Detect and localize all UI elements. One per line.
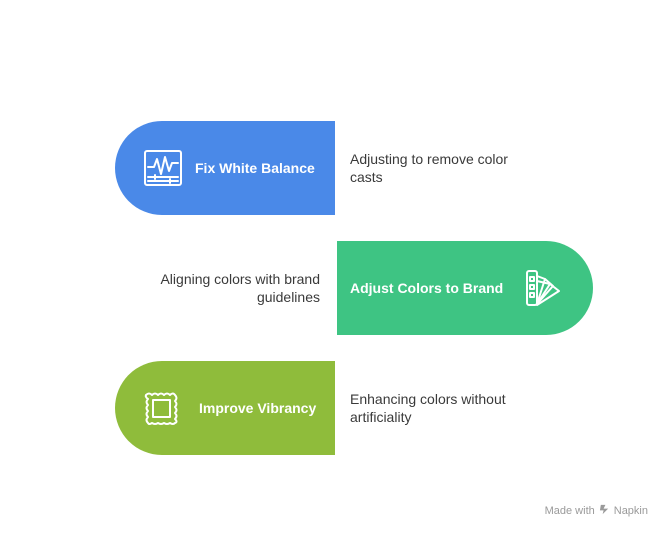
napkin-logo-icon [599,504,610,518]
color-swatches-icon [523,268,563,308]
step-label: Improve Vibrancy [199,400,317,416]
step-improve-vibrancy: Improve Vibrancy [115,361,335,455]
waveform-monitor-icon [143,148,183,188]
step-adjust-colors-to-brand: Adjust Colors to Brand [337,241,593,335]
step-description: Aligning colors with brand guidelines [160,271,320,305]
step-label: Adjust Colors to Brand [350,280,504,296]
step-fix-white-balance: Fix White Balance [115,121,335,215]
framed-square-icon [142,388,182,428]
footer-brand: Napkin [613,505,648,517]
step-description: Enhancing colors without artificiality [350,391,506,425]
step-label: Fix White Balance [195,160,315,176]
step-description: Adjusting to remove color casts [350,151,508,185]
footer-made-with: Made with [544,505,595,517]
footer-credit: Made with Napkin [545,504,648,518]
